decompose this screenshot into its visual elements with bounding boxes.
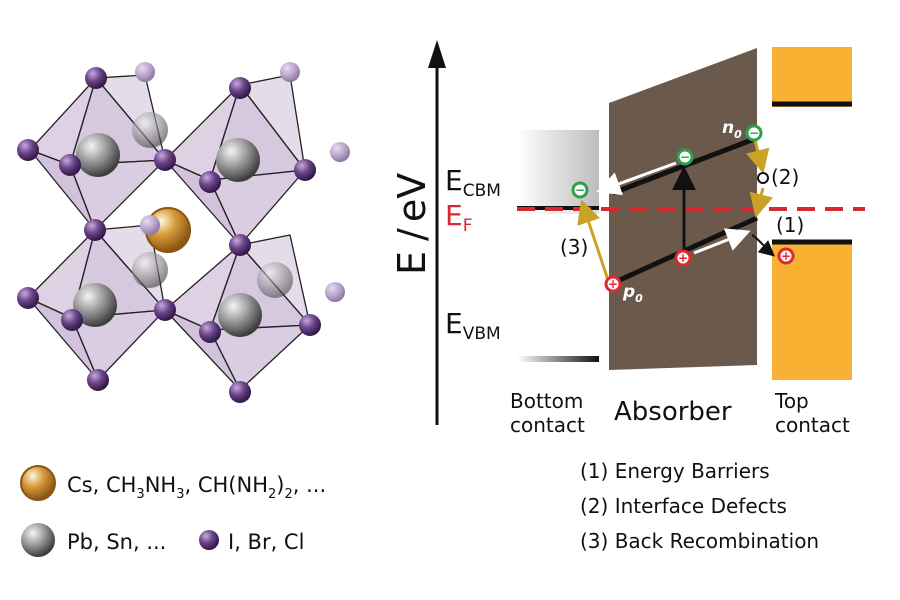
b-atom bbox=[257, 262, 293, 298]
p0-label: p0 bbox=[622, 282, 643, 305]
svg-text:−: − bbox=[575, 183, 585, 197]
n0-label: n0 bbox=[722, 118, 742, 141]
electron-icon: − bbox=[745, 124, 763, 142]
svg-text:−: − bbox=[749, 126, 759, 140]
electron-icon: − bbox=[676, 148, 694, 166]
b-metal-legend-icon bbox=[21, 523, 55, 557]
bottom-contact-valence-bar bbox=[517, 356, 599, 362]
marker-2: (2) bbox=[771, 165, 799, 189]
b-atom bbox=[216, 138, 260, 182]
defect-icon bbox=[757, 172, 769, 184]
hole-icon: + bbox=[777, 247, 795, 265]
a-cation-legend-icon bbox=[20, 465, 56, 501]
hole-icon: + bbox=[604, 275, 622, 293]
b-atom bbox=[218, 293, 262, 337]
energy-axis-label: E/eV bbox=[390, 173, 434, 275]
hole-icon: + bbox=[674, 249, 692, 267]
halide-atoms-back bbox=[135, 62, 350, 302]
svg-text:+: + bbox=[781, 249, 791, 263]
back-recombination-arrow bbox=[577, 199, 610, 281]
hole-transport-arrow bbox=[693, 228, 751, 255]
absorber-label: Absorber bbox=[614, 397, 732, 427]
b-atom bbox=[132, 252, 168, 288]
barrier-tunnel-arrow bbox=[751, 234, 776, 257]
b-atom bbox=[76, 133, 120, 177]
vbm-label: EVBM bbox=[445, 307, 501, 344]
halide-atoms bbox=[17, 67, 321, 403]
top-contact-conduction bbox=[772, 47, 852, 107]
top-contact-label-line2: contact bbox=[775, 413, 850, 437]
fermi-label: EF bbox=[445, 199, 472, 236]
svg-text:+: + bbox=[678, 251, 688, 265]
defect-release-arrow bbox=[749, 187, 774, 218]
electron-transport-arrow bbox=[596, 161, 677, 196]
marker-3: (3) bbox=[560, 235, 588, 259]
electron-icon: − bbox=[571, 181, 589, 199]
bottom-contact-label-line2: contact bbox=[510, 413, 585, 437]
perovskite-crystal-structure bbox=[17, 62, 350, 403]
svg-text:−: − bbox=[680, 150, 690, 164]
b-metal-atoms bbox=[73, 112, 293, 337]
energy-axis bbox=[428, 40, 446, 425]
halide-legend-text: I, Br, Cl bbox=[228, 530, 304, 554]
mechanism-3: (3) Back Recombination bbox=[580, 529, 819, 553]
defect-capture-arrow bbox=[745, 139, 770, 174]
halide-legend-icon bbox=[199, 530, 219, 550]
cbm-label: ECBM bbox=[445, 164, 501, 201]
marker-1: (1) bbox=[776, 213, 804, 237]
legend-icons bbox=[20, 465, 219, 557]
b-atom bbox=[132, 112, 168, 148]
b-atom bbox=[73, 283, 117, 327]
a-cation-legend-text: Cs, CH3NH3, CH(NH2)2, ... bbox=[67, 473, 326, 502]
bottom-contact-label-line1: Bottom bbox=[510, 389, 583, 413]
svg-text:+: + bbox=[608, 277, 618, 291]
mechanism-2: (2) Interface Defects bbox=[580, 494, 787, 518]
top-contact-label-line1: Top bbox=[774, 389, 809, 413]
mechanism-1: (1) Energy Barriers bbox=[580, 459, 770, 483]
b-metal-legend-text: Pb, Sn, ... bbox=[67, 530, 166, 554]
